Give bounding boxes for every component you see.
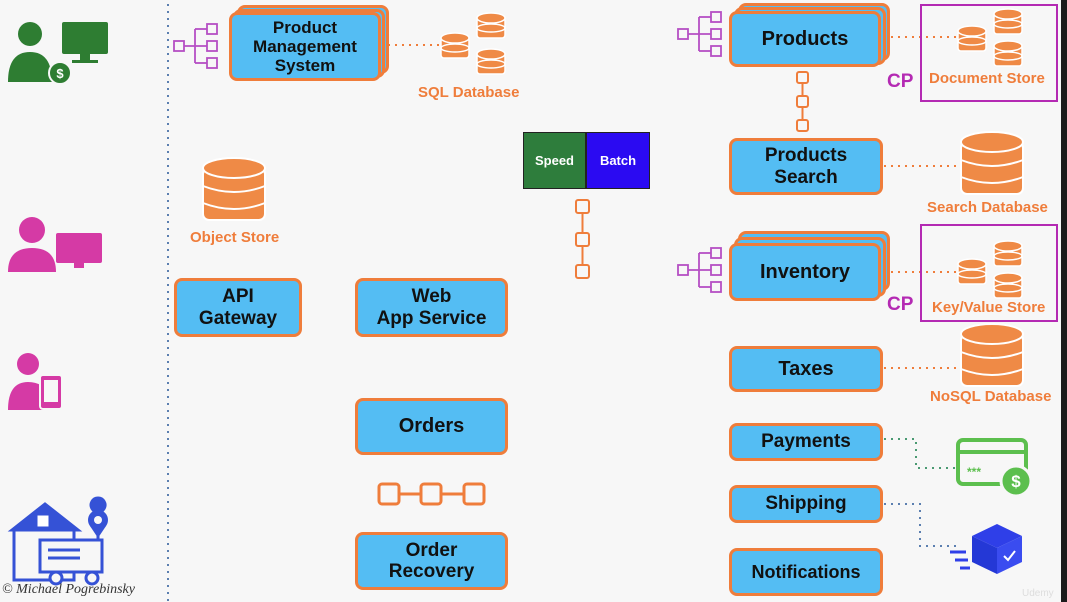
products-load-balancer-icon (677, 11, 722, 57)
products-search-service-box[interactable]: Products Search (729, 138, 883, 195)
product-management-system-box[interactable]: Product Management System (229, 12, 381, 81)
desktop-user-icon (8, 217, 102, 272)
payments-card-connector (884, 438, 956, 469)
object-store-icon (202, 157, 266, 221)
search-database-label: Search Database (927, 199, 1048, 216)
notifications-label: Notifications (751, 561, 861, 582)
shipping-box-icon (950, 524, 1022, 574)
order-recovery-label: Order Recovery (388, 539, 475, 582)
products-label: Products (761, 27, 849, 50)
document-store-label: Document Store (929, 70, 1045, 87)
api-gateway-box[interactable]: API Gateway (174, 278, 302, 337)
shipping-label: Shipping (765, 493, 847, 515)
products-service-box[interactable]: Products (729, 11, 881, 67)
svg-text:$: $ (1011, 472, 1021, 491)
inventory-label: Inventory (759, 260, 851, 283)
nosql-database-icon (960, 323, 1024, 387)
keyvalue-store-icon (957, 240, 1023, 299)
shipping-service-box[interactable]: Shipping (729, 485, 883, 523)
orders-queue-icon (377, 482, 486, 506)
author-credit: © Michael Pogrebinsky (2, 582, 135, 597)
payments-service-box[interactable]: Payments (729, 423, 883, 461)
inventory-service-box[interactable]: Inventory (729, 243, 881, 301)
sql-database-label: SQL Database (418, 84, 520, 101)
speed-layer: Speed (523, 132, 586, 189)
nosql-database-label: NoSQL Database (930, 388, 1052, 405)
udemy-watermark: Udemy (1022, 588, 1054, 599)
keyvalue-store-label: Key/Value Store (932, 299, 1046, 316)
svg-text:***: *** (967, 465, 981, 479)
inventory-load-balancer-icon (677, 247, 722, 293)
svg-text:$: $ (56, 66, 64, 81)
keyvalue-store-highlight (920, 224, 1058, 322)
pms-load-balancer-icon (173, 23, 218, 69)
orders-service-box[interactable]: Orders (355, 398, 508, 455)
credit-card-icon: *** $ (956, 438, 1033, 498)
object-store-label: Object Store (190, 229, 280, 246)
products-queue-icon (796, 71, 809, 132)
orders-label: Orders (398, 415, 465, 438)
api-gateway-label: API Gateway (198, 286, 278, 329)
taxes-service-box[interactable]: Taxes (729, 346, 883, 392)
order-recovery-service-box[interactable]: Order Recovery (355, 532, 508, 590)
warehouse-delivery-icon (7, 496, 108, 586)
sql-database-icon (440, 12, 506, 75)
web-app-label: Web App Service (376, 286, 487, 329)
lambda-queue-icon (575, 199, 590, 279)
search-database-icon (960, 131, 1024, 195)
notifications-service-box[interactable]: Notifications (729, 548, 883, 596)
shipping-box-connector (884, 503, 960, 547)
document-store-highlight (920, 4, 1058, 102)
document-store-icon (957, 8, 1023, 67)
web-app-service-box[interactable]: Web App Service (355, 278, 508, 337)
batch-layer: Batch (586, 132, 650, 189)
products-search-label: Products Search (764, 145, 848, 188)
cp-label-inventory: CP (887, 294, 914, 315)
admin-user-icon: $ (8, 22, 108, 85)
cp-label-products: CP (887, 71, 914, 92)
pms-label: Product Management System (253, 17, 357, 76)
taxes-label: Taxes (778, 357, 834, 380)
mobile-user-icon (8, 353, 63, 410)
payments-label: Payments (761, 431, 851, 453)
